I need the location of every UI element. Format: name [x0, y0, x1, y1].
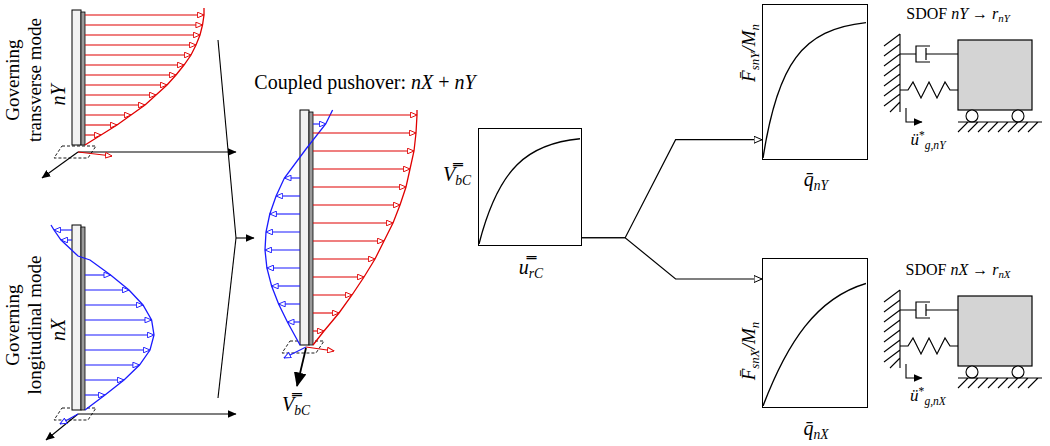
text-run: →	[968, 5, 992, 22]
figure-label: SDOF nY → rnY	[906, 5, 1010, 23]
capacity-curve	[763, 259, 866, 406]
text-run: nY	[47, 84, 69, 105]
text-run: ü	[910, 386, 919, 405]
text-run: ü	[910, 130, 919, 149]
text-run: V̿	[282, 393, 294, 415]
figure-label: Coupled pushover: nX + nY	[254, 71, 475, 94]
capacity-curve	[479, 129, 580, 244]
text-run: nX	[998, 268, 1010, 280]
text-run: q̄	[803, 417, 813, 439]
text-run: nY	[814, 178, 828, 193]
text-run: nY	[455, 71, 476, 93]
text-run: r	[992, 5, 998, 22]
axis-label: u̿rC	[519, 256, 543, 279]
text-run: /M	[738, 31, 759, 52]
text-run: Governing longitudinal mode	[2, 256, 45, 395]
text-run: nX	[411, 71, 433, 93]
text-run: nY	[951, 5, 968, 22]
text-run: g,nY	[925, 139, 946, 152]
axis-label: F̄snY/Mn	[738, 24, 760, 82]
text-run: n	[747, 322, 762, 328]
figure-label: Governing longitudinal mode	[2, 245, 46, 405]
plot-frame: F̄snY/Mnq̄nY	[762, 4, 868, 160]
text-run: Coupled pushover:	[254, 71, 411, 93]
axis-label: V̿bC	[443, 163, 471, 186]
text-run: snY	[747, 52, 762, 71]
text-run: +	[433, 71, 454, 93]
text-run: nY	[998, 12, 1010, 24]
text-run: r	[992, 261, 998, 278]
text-run: V̿	[443, 163, 455, 185]
text-run: g,nX	[924, 395, 946, 408]
figure-label: V̿bC	[282, 393, 310, 416]
longitudinal-mode-figure	[46, 225, 236, 440]
plot-frame: V̿bCu̿rC	[478, 128, 582, 246]
text-run: bC	[455, 173, 471, 188]
text-run: nX	[950, 261, 968, 278]
text-run: *	[919, 385, 925, 398]
transverse-mode-figure	[42, 8, 236, 178]
text-run: F̄	[738, 70, 759, 82]
text-run: *	[919, 129, 925, 142]
capacity-curve	[763, 5, 866, 158]
curve-line	[479, 139, 580, 244]
text-run: snX	[747, 349, 762, 368]
figure-label: SDOF nX → rnX	[905, 261, 1010, 279]
curve-line	[763, 23, 866, 158]
curve-line	[763, 284, 866, 407]
text-run: →	[968, 261, 992, 278]
sdof-oscillator	[884, 290, 1042, 388]
axis-label: q̄nY	[804, 168, 828, 191]
coupled-pushover-figure	[265, 110, 417, 386]
plot-frame: F̄snX/Mnq̄nX	[762, 258, 868, 408]
connector-arrow	[582, 140, 762, 238]
sdof-oscillator	[884, 34, 1042, 132]
connector-arrow	[582, 238, 762, 279]
figure-label: ü*g,nX	[910, 386, 946, 406]
text-run: q̄	[804, 168, 814, 190]
text-run: SDOF	[905, 261, 950, 278]
text-run: u̿	[519, 256, 529, 278]
text-run: n	[747, 24, 762, 30]
combination-lines	[218, 40, 254, 398]
text-run: F̄	[738, 369, 759, 381]
text-run: bC	[294, 403, 310, 418]
axis-label: q̄nX	[803, 417, 828, 440]
figure-label: nX	[47, 319, 70, 341]
text-run: Governing transverse mode	[2, 18, 45, 142]
figure-label: ü*g,nY	[910, 130, 945, 150]
text-run: SDOF	[906, 5, 951, 22]
text-run: rC	[529, 266, 543, 281]
figure-label: Governing transverse mode	[2, 10, 46, 150]
text-run: nX	[47, 319, 69, 341]
figure-label: nY	[47, 84, 70, 105]
text-run: /M	[738, 328, 759, 349]
axis-label: F̄snX/Mn	[738, 322, 760, 381]
text-run: nX	[813, 427, 828, 442]
